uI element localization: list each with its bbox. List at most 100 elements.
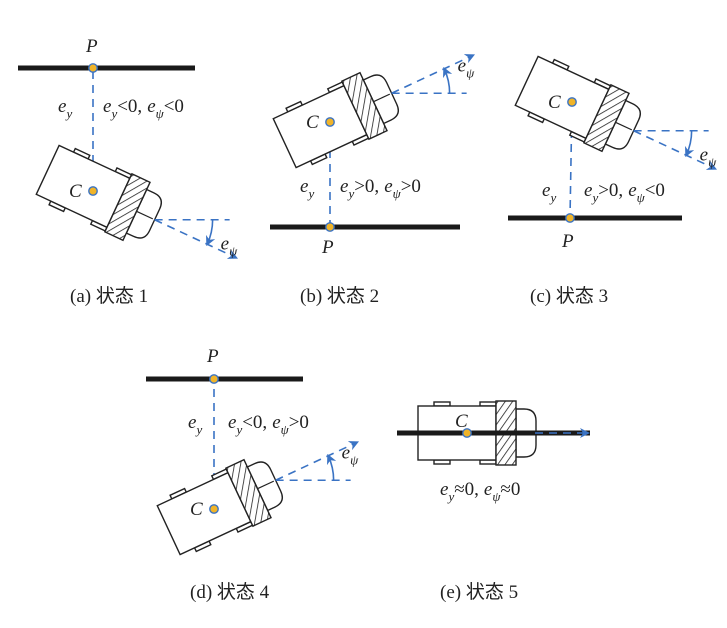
- e-symbol: e: [58, 96, 66, 117]
- condition-part: >0: [289, 412, 309, 433]
- condition-part: y: [590, 190, 598, 205]
- label-c: C: [190, 499, 203, 520]
- e-symbol: e: [188, 412, 196, 433]
- point-p: [325, 222, 335, 232]
- vehicle: [156, 458, 283, 556]
- condition-part: ≈0: [500, 479, 520, 500]
- panel-e: Cey≈0,eψ≈0(e) 状态 5: [397, 400, 590, 603]
- condition-label: ey>0,eψ>0: [340, 176, 421, 201]
- heading-angle-arc: [327, 453, 337, 481]
- condition-part: <0: [645, 180, 665, 201]
- label-p: P: [561, 231, 574, 252]
- condition-part: ψ: [637, 190, 646, 205]
- vehicle-nose: [125, 188, 162, 239]
- condition-part: y: [109, 106, 117, 121]
- subscript: y: [64, 106, 72, 121]
- e-symbol: e: [342, 442, 350, 463]
- condition-part: >0: [401, 176, 421, 197]
- heading-angle-arc: [685, 130, 695, 158]
- condition-part: y: [446, 489, 454, 504]
- point-p: [565, 213, 575, 223]
- caption: (e) 状态 5: [440, 581, 518, 603]
- vehicle: [514, 55, 641, 153]
- e-symbol: e: [458, 55, 466, 76]
- caption: (d) 状态 4: [190, 581, 270, 603]
- condition-part: y: [234, 422, 242, 437]
- label-c: C: [548, 92, 561, 113]
- subscript: ψ: [350, 452, 359, 467]
- condition-part: <0: [164, 96, 184, 117]
- subscript: y: [194, 422, 202, 437]
- condition-part: e: [440, 479, 448, 500]
- condition-part: ψ: [156, 106, 165, 121]
- wheel-hatched: [103, 172, 151, 242]
- nose-divider: [615, 121, 633, 131]
- condition-part: ψ: [393, 186, 402, 201]
- point-c: [209, 504, 219, 514]
- condition-text: ey>0,eψ>0: [340, 176, 421, 201]
- condition-part: e: [147, 96, 155, 117]
- condition-part: <0,: [117, 96, 142, 117]
- condition-text: ey<0,eψ>0: [228, 412, 309, 437]
- vehicle-nose: [604, 99, 641, 150]
- condition-label: ey<0,eψ<0: [103, 96, 184, 121]
- condition-label: ey<0,eψ>0: [228, 412, 309, 437]
- vehicle: [272, 71, 399, 169]
- label-e-psi: eψ: [342, 442, 359, 467]
- label-c: C: [69, 181, 82, 202]
- heading-angle-arc: [443, 66, 453, 94]
- e-symbol: e: [221, 234, 229, 255]
- label-e-psi: eψ: [700, 145, 717, 170]
- label-p: P: [321, 237, 334, 258]
- condition-part: e: [384, 176, 392, 197]
- label-e-psi: eψ: [458, 55, 475, 80]
- point-p: [209, 374, 219, 384]
- subscript: ψ: [229, 244, 238, 259]
- label-c: C: [306, 112, 319, 133]
- heading-angle-arc: [206, 219, 216, 247]
- vehicle-nose: [362, 74, 399, 125]
- condition-part: e: [228, 412, 236, 433]
- condition-part: >0,: [598, 180, 623, 201]
- nose-divider: [136, 210, 154, 220]
- condition-label: ey≈0,eψ≈0: [440, 479, 520, 504]
- condition-part: >0,: [354, 176, 379, 197]
- condition-text: ey≈0,eψ≈0: [440, 479, 520, 504]
- condition-text: ey<0,eψ<0: [103, 96, 184, 121]
- point-p: [88, 63, 98, 73]
- e-symbol: e: [300, 176, 308, 197]
- vehicle-nose: [246, 461, 283, 512]
- vehicle: [35, 144, 162, 242]
- condition-part: y: [346, 186, 354, 201]
- label-p: P: [206, 346, 219, 367]
- wheel-hatched: [340, 71, 388, 141]
- label-p: P: [85, 36, 98, 57]
- heading-arrow: [154, 219, 239, 259]
- label-e-y: ey: [542, 180, 556, 205]
- point-c: [325, 117, 335, 127]
- caption: (a) 状态 1: [70, 285, 148, 307]
- point-c: [88, 186, 98, 196]
- condition-text: ey>0,eψ<0: [584, 180, 665, 205]
- wheel-hatched: [224, 458, 272, 528]
- point-c: [462, 428, 472, 438]
- condition-label: ey>0,eψ<0: [584, 180, 665, 205]
- subscript: y: [548, 190, 556, 205]
- point-c: [567, 97, 577, 107]
- condition-part: e: [272, 412, 280, 433]
- condition-part: e: [103, 96, 111, 117]
- heading-arrow: [633, 130, 718, 170]
- wheel-hatched: [582, 83, 630, 153]
- label-e-y: ey: [300, 176, 314, 201]
- caption: (b) 状态 2: [300, 285, 379, 307]
- e-symbol: e: [542, 180, 550, 201]
- subscript: ψ: [708, 155, 717, 170]
- condition-part: ψ: [492, 489, 501, 504]
- condition-part: e: [484, 479, 492, 500]
